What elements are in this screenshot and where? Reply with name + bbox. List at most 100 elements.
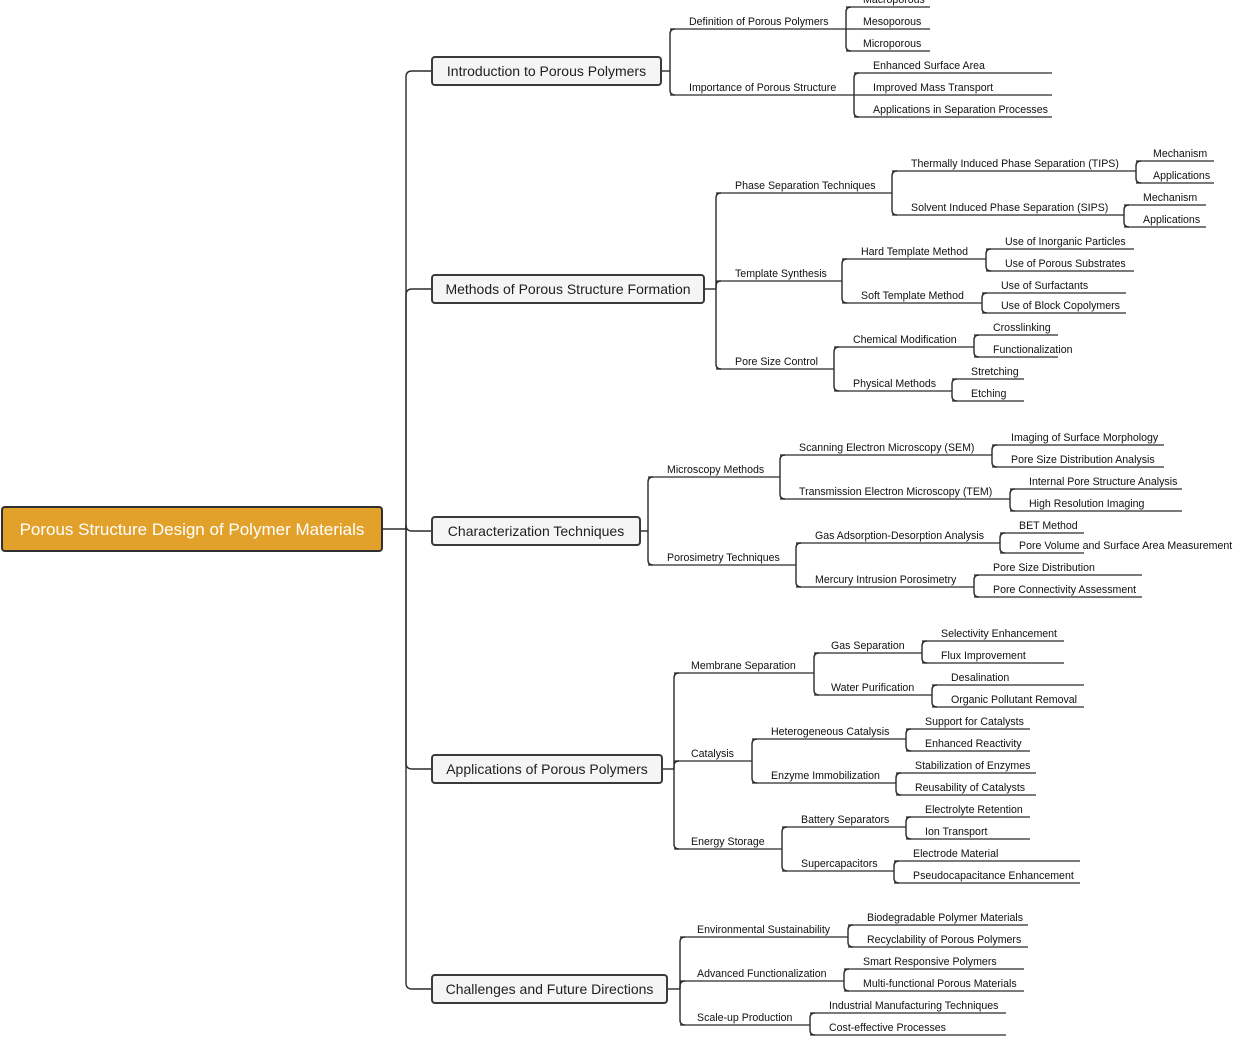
subtopic-gas-adsorption-desorption-analysis[interactable]: Gas Adsorption-Desorption Analysis [815, 530, 984, 542]
detail-etching[interactable]: Etching [971, 388, 1006, 400]
subtopic-heterogeneous-catalysis[interactable]: Heterogeneous Catalysis [771, 726, 889, 738]
detail-flux-improvement[interactable]: Flux Improvement [941, 650, 1026, 662]
detail-applications[interactable]: Applications [1143, 214, 1200, 226]
detail-stabilization-of-enzymes[interactable]: Stabilization of Enzymes [915, 760, 1030, 772]
topic-template-synthesis[interactable]: Template Synthesis [735, 268, 827, 280]
detail-crosslinking[interactable]: Crosslinking [993, 322, 1051, 334]
detail-high-resolution-imaging[interactable]: High Resolution Imaging [1029, 498, 1145, 510]
topic-pore-size-control[interactable]: Pore Size Control [735, 356, 818, 368]
detail-stretching[interactable]: Stretching [971, 366, 1019, 378]
detail-use-of-block-copolymers[interactable]: Use of Block Copolymers [1001, 300, 1120, 312]
branch-label: Methods of Porous Structure Formation [445, 281, 690, 297]
connector-line [991, 444, 998, 455]
subtopic-hard-template-method[interactable]: Hard Template Method [861, 246, 968, 258]
detail-electrode-material[interactable]: Electrode Material [913, 848, 998, 860]
subtopic-scanning-electron-microscopy-sem[interactable]: Scanning Electron Microscopy (SEM) [799, 442, 974, 454]
branch-introduction-to-porous-polymers[interactable]: Introduction to Porous Polymers [431, 56, 662, 86]
subtopic-biodegradable-polymer-materials[interactable]: Biodegradable Polymer Materials [867, 912, 1023, 924]
topic-catalysis[interactable]: Catalysis [691, 748, 734, 760]
subtopic-industrial-manufacturing-techniques[interactable]: Industrial Manufacturing Techniques [829, 1000, 998, 1012]
connector-line [843, 981, 850, 992]
connector-lines [382, 6, 1214, 1036]
subtopic-enzyme-immobilization[interactable]: Enzyme Immobilization [771, 770, 880, 782]
connector-line [1123, 204, 1130, 215]
subtopic-improved-mass-transport[interactable]: Improved Mass Transport [873, 82, 993, 94]
subtopic-macroporous[interactable]: Macroporous [863, 0, 925, 6]
topic-importance-of-porous-structure[interactable]: Importance of Porous Structure [689, 82, 836, 94]
subtopic-recyclability-of-porous-polymers[interactable]: Recyclability of Porous Polymers [867, 934, 1021, 946]
detail-use-of-surfactants[interactable]: Use of Surfactants [1001, 280, 1088, 292]
detail-imaging-of-surface-morphology[interactable]: Imaging of Surface Morphology [1011, 432, 1159, 444]
connector-line [669, 28, 676, 71]
detail-applications[interactable]: Applications [1153, 170, 1210, 182]
subtopic-mercury-intrusion-porosimetry[interactable]: Mercury Intrusion Porosimetry [815, 574, 957, 586]
subtopic-applications-in-separation-processes[interactable]: Applications in Separation Processes [873, 104, 1048, 116]
root-node[interactable]: Porous Structure Design of Polymer Mater… [1, 506, 383, 552]
detail-organic-pollutant-removal[interactable]: Organic Pollutant Removal [951, 694, 1077, 706]
connector-line [981, 292, 988, 303]
subtopic-water-purification[interactable]: Water Purification [831, 682, 914, 694]
topic-advanced-functionalization[interactable]: Advanced Functionalization [697, 968, 827, 980]
subtopic-supercapacitors[interactable]: Supercapacitors [801, 858, 878, 870]
subtopic-battery-separators[interactable]: Battery Separators [801, 814, 889, 826]
detail-electrolyte-retention[interactable]: Electrolyte Retention [925, 804, 1023, 816]
topic-porosimetry-techniques[interactable]: Porosimetry Techniques [667, 552, 780, 564]
connector-line [981, 303, 988, 314]
branch-characterization-techniques[interactable]: Characterization Techniques [431, 516, 641, 546]
detail-internal-pore-structure-analysis[interactable]: Internal Pore Structure Analysis [1029, 476, 1177, 488]
subtopic-gas-separation[interactable]: Gas Separation [831, 640, 905, 652]
subtopic-multi-functional-porous-materials[interactable]: Multi-functional Porous Materials [863, 978, 1017, 990]
subtopic-cost-effective-processes[interactable]: Cost-effective Processes [829, 1022, 946, 1034]
connector-line [751, 761, 758, 784]
branch-label: Introduction to Porous Polymers [447, 63, 646, 79]
topic-definition-of-porous-polymers[interactable]: Definition of Porous Polymers [689, 16, 829, 28]
detail-mechanism[interactable]: Mechanism [1153, 148, 1207, 160]
subtopic-mesoporous[interactable]: Mesoporous [863, 16, 921, 28]
detail-use-of-porous-substrates[interactable]: Use of Porous Substrates [1005, 258, 1126, 270]
connector-line [673, 769, 680, 850]
topic-scale-up-production[interactable]: Scale-up Production [697, 1012, 793, 1024]
connector-line [853, 95, 860, 118]
topic-microscopy-methods[interactable]: Microscopy Methods [667, 464, 764, 476]
detail-pore-connectivity-assessment[interactable]: Pore Connectivity Assessment [993, 584, 1136, 596]
detail-bet-method[interactable]: BET Method [1019, 520, 1078, 532]
branch-label: Challenges and Future Directions [446, 981, 654, 997]
subtopic-thermally-induced-phase-separation-tips[interactable]: Thermally Induced Phase Separation (TIPS… [911, 158, 1119, 170]
connector-line [813, 652, 820, 673]
branch-applications-of-porous-polymers[interactable]: Applications of Porous Polymers [431, 754, 663, 784]
subtopic-microporous[interactable]: Microporous [863, 38, 921, 50]
subtopic-physical-methods[interactable]: Physical Methods [853, 378, 936, 390]
subtopic-transmission-electron-microscopy-tem[interactable]: Transmission Electron Microscopy (TEM) [799, 486, 992, 498]
topic-membrane-separation[interactable]: Membrane Separation [691, 660, 796, 672]
connector-line [673, 672, 680, 769]
detail-pore-volume-and-surface-area-measurement[interactable]: Pore Volume and Surface Area Measurement [1019, 540, 1232, 552]
connector-line [809, 1012, 816, 1025]
detail-enhanced-reactivity[interactable]: Enhanced Reactivity [925, 738, 1022, 750]
subtopic-enhanced-surface-area[interactable]: Enhanced Surface Area [873, 60, 985, 72]
detail-desalination[interactable]: Desalination [951, 672, 1009, 684]
subtopic-chemical-modification[interactable]: Chemical Modification [853, 334, 957, 346]
branch-methods-of-porous-structure-formation[interactable]: Methods of Porous Structure Formation [431, 274, 705, 304]
detail-ion-transport[interactable]: Ion Transport [925, 826, 987, 838]
detail-reusability-of-catalysts[interactable]: Reusability of Catalysts [915, 782, 1025, 794]
connector-line [679, 989, 686, 1026]
branch-challenges-and-future-directions[interactable]: Challenges and Future Directions [431, 974, 668, 1004]
connector-line [999, 543, 1006, 554]
connector-line [973, 334, 980, 347]
subtopic-smart-responsive-polymers[interactable]: Smart Responsive Polymers [863, 956, 997, 968]
detail-pore-size-distribution[interactable]: Pore Size Distribution [993, 562, 1095, 574]
detail-pore-size-distribution-analysis[interactable]: Pore Size Distribution Analysis [1011, 454, 1155, 466]
detail-mechanism[interactable]: Mechanism [1143, 192, 1197, 204]
topic-environmental-sustainability[interactable]: Environmental Sustainability [697, 924, 831, 936]
topic-energy-storage[interactable]: Energy Storage [691, 836, 765, 848]
detail-selectivity-enhancement[interactable]: Selectivity Enhancement [941, 628, 1057, 640]
detail-pseudocapacitance-enhancement[interactable]: Pseudocapacitance Enhancement [913, 870, 1074, 882]
topic-phase-separation-techniques[interactable]: Phase Separation Techniques [735, 180, 876, 192]
connector-line [813, 673, 820, 696]
detail-functionalization[interactable]: Functionalization [993, 344, 1073, 356]
detail-support-for-catalysts[interactable]: Support for Catalysts [925, 716, 1024, 728]
detail-use-of-inorganic-particles[interactable]: Use of Inorganic Particles [1005, 236, 1126, 248]
subtopic-soft-template-method[interactable]: Soft Template Method [861, 290, 964, 302]
connector-line [647, 476, 654, 531]
subtopic-solvent-induced-phase-separation-sips[interactable]: Solvent Induced Phase Separation (SIPS) [911, 202, 1108, 214]
